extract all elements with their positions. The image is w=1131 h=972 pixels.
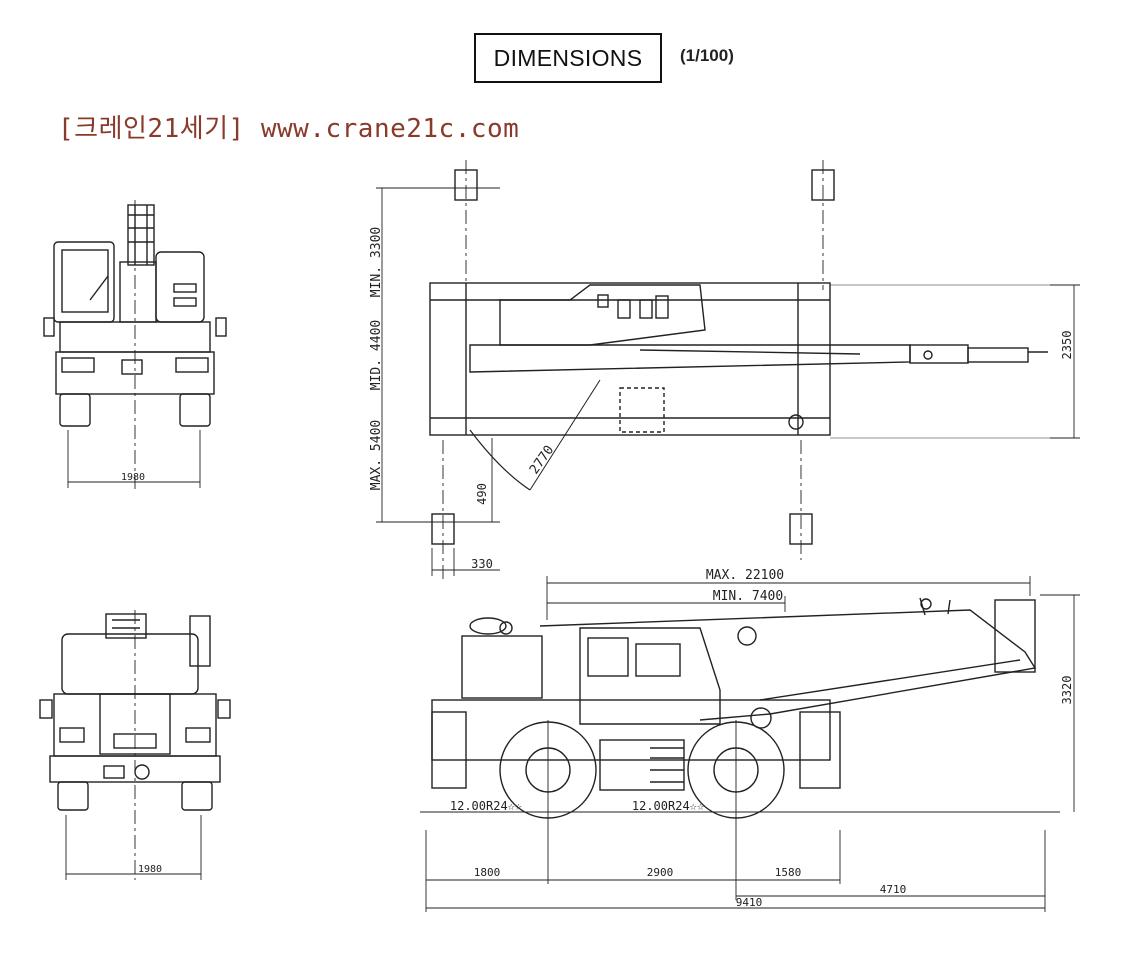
rear-view <box>39 610 231 880</box>
rear-length-label: 4710 <box>880 883 907 896</box>
height-label: 3320 <box>1060 676 1074 705</box>
front-overhang-label: 1800 <box>474 866 501 879</box>
front-width-label: 1980 <box>121 472 145 483</box>
overall-width-label: 2350 <box>1060 331 1074 360</box>
page-title: DIMENSIONS <box>474 33 662 83</box>
watermark-text: [크레인21세기] www.crane21c.com <box>58 114 520 144</box>
boom-max-label: MAX. 22100 <box>706 568 784 583</box>
scale-label: (1/100) <box>680 46 734 65</box>
tire-front-label: 12.00R24☆☆ <box>450 799 522 813</box>
page-header: DIMENSIONS (1/100) [크레인21세기] www.crane21… <box>0 0 1131 150</box>
pad-offset-label: 490 <box>475 483 489 505</box>
wheelbase-label: 2900 <box>647 866 674 879</box>
side-view <box>420 576 1080 912</box>
swing-radius-label: 2770 <box>527 443 557 477</box>
rear-overhang-label: 1580 <box>775 866 802 879</box>
overall-length-label: 9410 <box>736 896 763 909</box>
top-view <box>376 160 1080 580</box>
front-view <box>43 200 227 490</box>
outrigger-mid-label: MID. 4400 <box>369 320 384 390</box>
boom-min-label: MIN. 7400 <box>713 589 783 604</box>
rear-width-label: 1980 <box>138 864 162 875</box>
outrigger-max-label: MAX. 5400 <box>369 420 384 490</box>
outrigger-min-label: MIN. 3300 <box>369 227 384 297</box>
pad-size-label: 330 <box>471 557 493 571</box>
tire-rear-label: 12.00R24☆☆ <box>632 799 704 813</box>
